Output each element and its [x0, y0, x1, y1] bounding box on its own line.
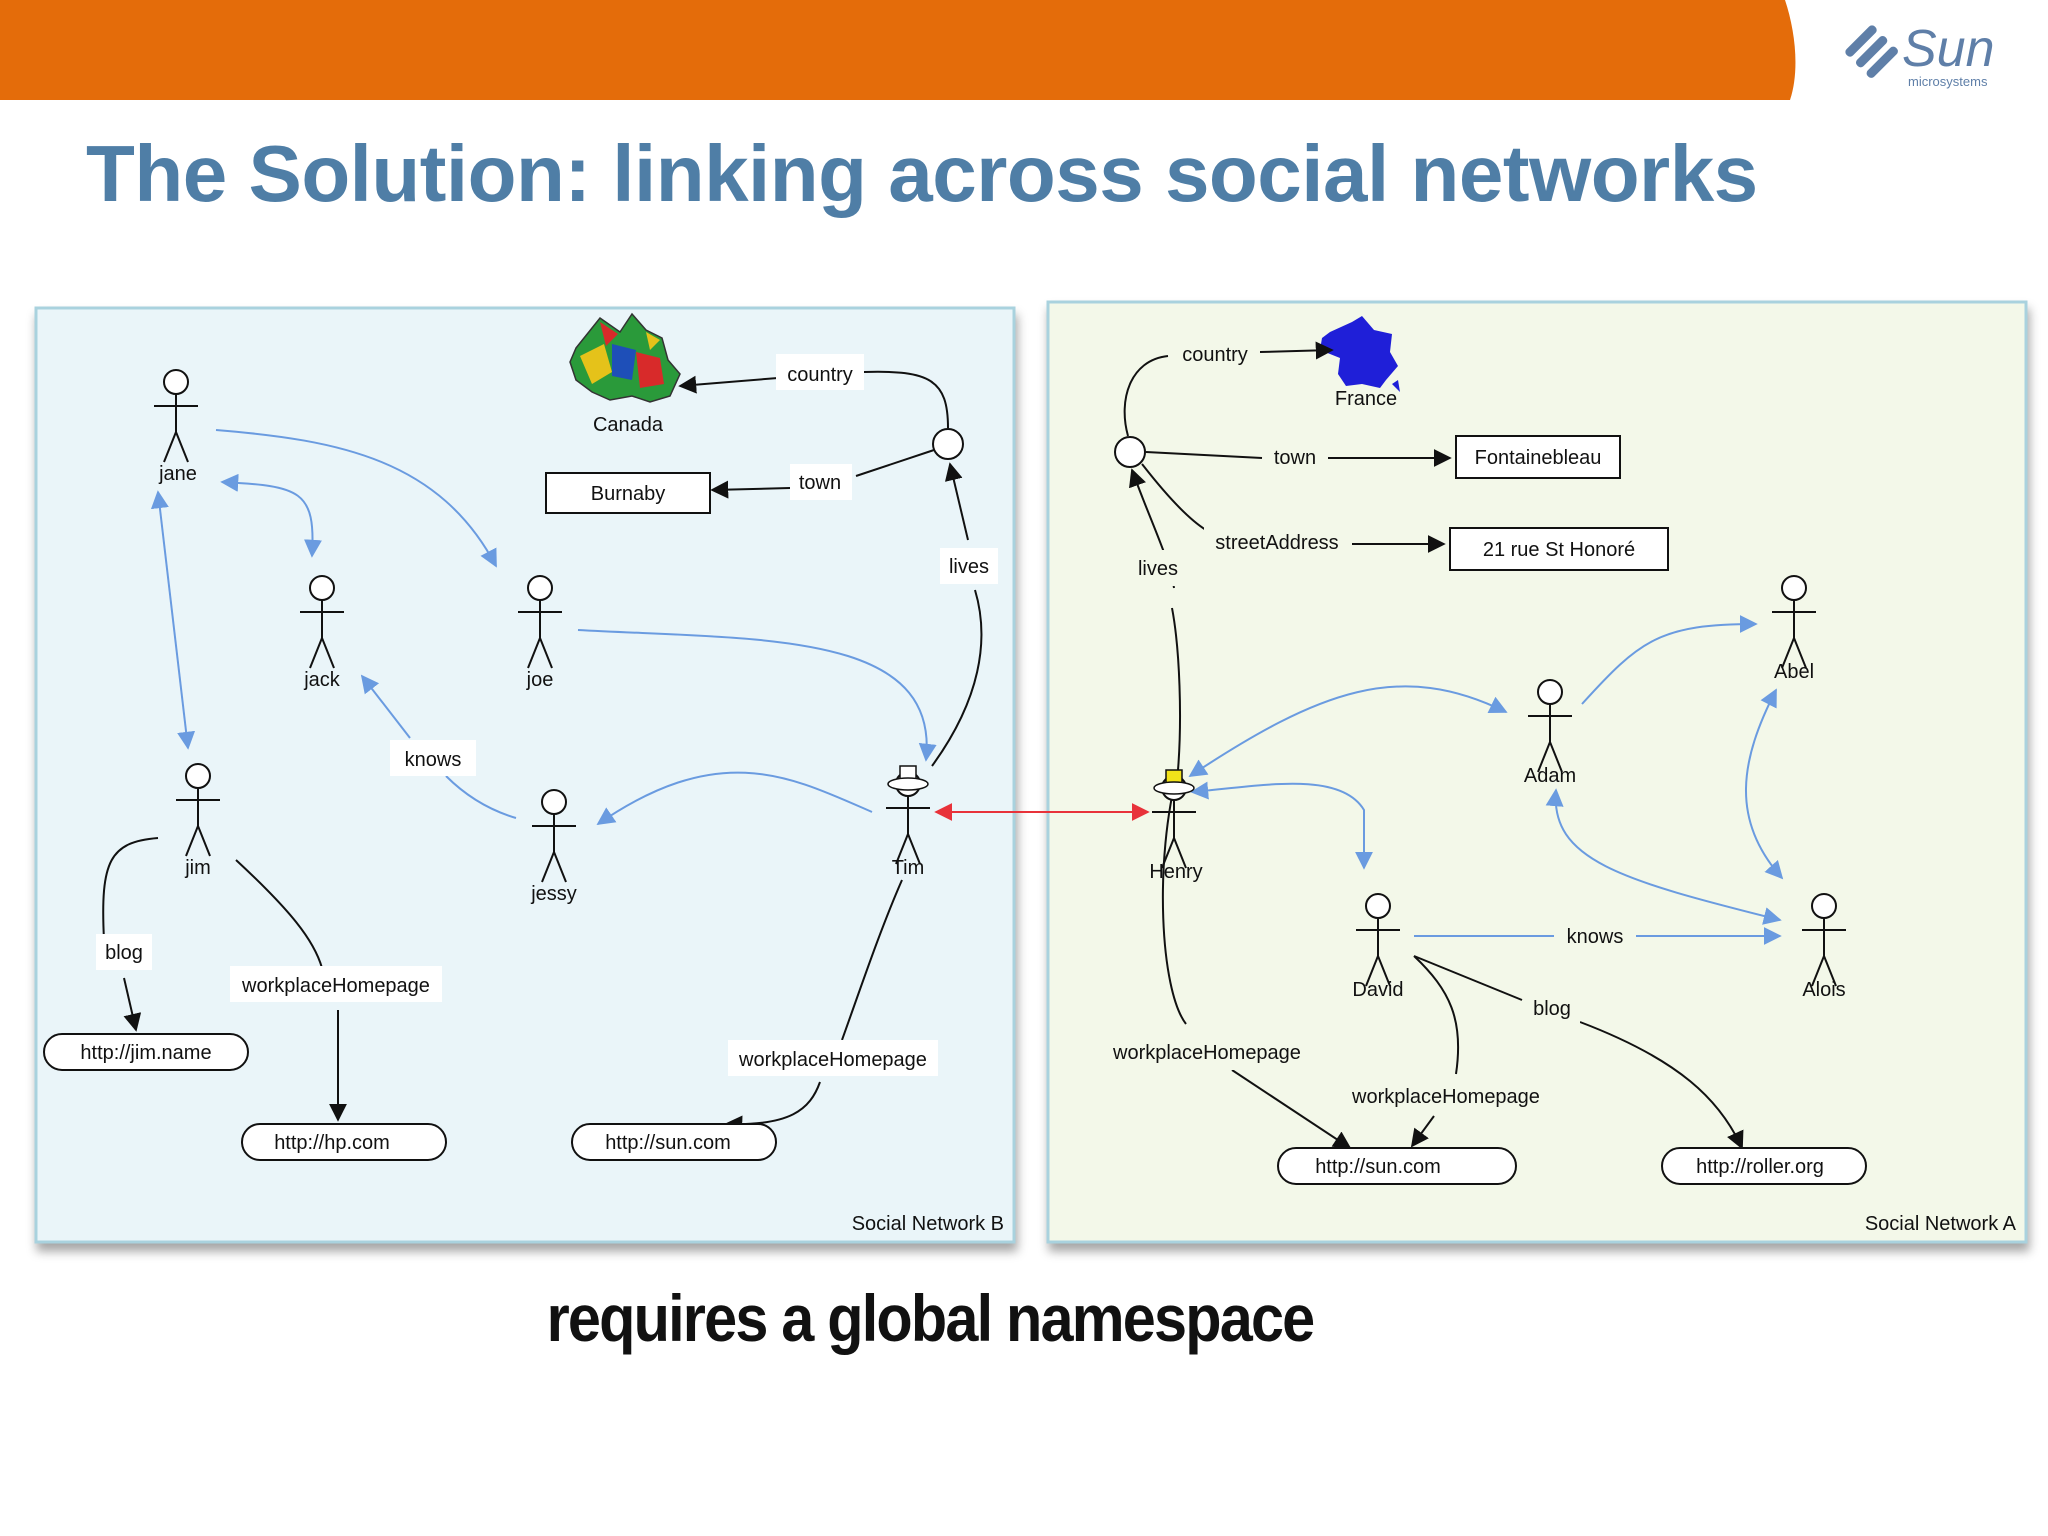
edge-country-b: country — [787, 364, 853, 386]
henry-hat-icon — [1153, 769, 1195, 795]
edge-knows-a: knows — [1567, 926, 1624, 948]
person-jane[interactable]: jane — [158, 463, 197, 485]
slide-title: The Solution: linking across social netw… — [86, 129, 1758, 218]
sun-logo: Sun microsystems — [1840, 18, 2020, 98]
network-b-label: Social Network B — [852, 1213, 1004, 1235]
person-tim[interactable]: Tim — [892, 857, 925, 879]
edge-workplace-tim: workplaceHomepage — [738, 1049, 927, 1071]
edge-country-a: country — [1182, 344, 1248, 366]
url-hp-label: http://hp.com — [274, 1132, 390, 1154]
url-sun-b[interactable] — [571, 1123, 777, 1161]
person-jack[interactable]: jack — [303, 669, 341, 691]
url-roller[interactable] — [1661, 1147, 1867, 1185]
person-abel[interactable]: Abel — [1774, 661, 1814, 683]
url-sun-a[interactable] — [1277, 1147, 1517, 1185]
fontainebleau-box — [1455, 435, 1621, 479]
url-jim-blog-label: http://jim.name — [80, 1042, 211, 1064]
canada-label: Canada — [593, 414, 664, 436]
person-alois[interactable]: Alois — [1802, 979, 1845, 1001]
url-sun-b-label: http://sun.com — [605, 1132, 731, 1154]
burnaby-box — [545, 472, 711, 514]
street-label: 21 rue St Honoré — [1483, 539, 1635, 561]
edge-workplace-henry: workplaceHomepage — [1112, 1042, 1301, 1064]
person-david[interactable]: David — [1352, 979, 1403, 1001]
person-jessy[interactable]: jessy — [530, 883, 577, 905]
edge-town-b: town — [799, 472, 841, 494]
sun-logo-mark-icon: Sun microsystems — [1845, 20, 1995, 89]
france-map-icon — [1320, 316, 1400, 392]
person-henry[interactable]: Henry — [1149, 861, 1202, 883]
slide-subtitle: requires a global namespace — [546, 1281, 1316, 1355]
edge-knows-b: knows — [405, 749, 462, 771]
url-jim-blog[interactable] — [43, 1033, 249, 1071]
url-hp[interactable] — [241, 1123, 447, 1161]
person-adam[interactable]: Adam — [1524, 765, 1576, 787]
edge-lives-b: lives — [949, 556, 989, 578]
edge-lives-a: lives — [1138, 558, 1178, 580]
edge-blog-b: blog — [105, 942, 143, 964]
top-banner — [0, 0, 1796, 100]
url-sun-a-label: http://sun.com — [1315, 1156, 1441, 1178]
logo-tagline: microsystems — [1908, 74, 1988, 89]
url-roller-label: http://roller.org — [1696, 1156, 1824, 1178]
edge-workplace-david: workplaceHomepage — [1351, 1086, 1540, 1108]
tim-address-node — [932, 428, 964, 460]
edge-town-a: town — [1274, 447, 1316, 469]
person-joe[interactable]: joe — [526, 669, 554, 691]
edge-street-a: streetAddress — [1215, 532, 1338, 554]
fontainebleau-label: Fontainebleau — [1475, 447, 1602, 469]
henry-address-node — [1114, 436, 1146, 468]
tim-hat-icon — [887, 765, 929, 791]
edge-workplace-jim: workplaceHomepage — [241, 975, 430, 997]
burnaby-label: Burnaby — [591, 483, 666, 505]
edge-blog-a: blog — [1533, 998, 1571, 1020]
street-box — [1449, 527, 1669, 571]
person-jim[interactable]: jim — [184, 857, 211, 879]
france-label: France — [1335, 388, 1397, 410]
logo-brand: Sun — [1902, 20, 1995, 78]
network-a-label: Social Network A — [1865, 1213, 2017, 1235]
canada-map-icon — [569, 312, 681, 403]
